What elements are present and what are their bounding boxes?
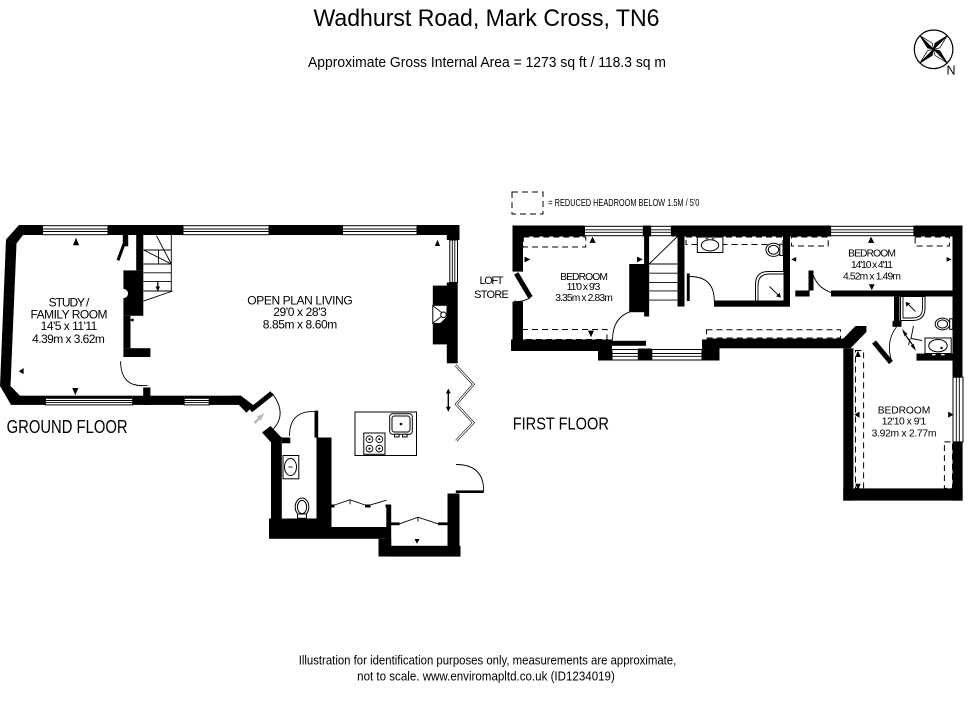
svg-text:BEDROOM: BEDROOM (848, 248, 896, 259)
svg-text:OPEN PLAN LIVING: OPEN PLAN LIVING (247, 294, 352, 308)
svg-text:BEDROOM: BEDROOM (560, 272, 608, 283)
svg-text:N: N (947, 64, 956, 78)
svg-text:4.39m x 3.62m: 4.39m x 3.62m (32, 332, 105, 346)
svg-text:8.85m x 8.60m: 8.85m x 8.60m (263, 318, 338, 332)
svg-text:14'5 x 11'11: 14'5 x 11'11 (41, 319, 98, 333)
svg-text:29'0 x 28'3: 29'0 x 28'3 (273, 305, 327, 319)
svg-text:Wadhurst Road, Mark Cross, TN6: Wadhurst Road, Mark Cross, TN6 (314, 5, 660, 32)
svg-text:LOFT: LOFT (480, 275, 504, 287)
svg-text:3.35m x 2.83m: 3.35m x 2.83m (555, 293, 613, 304)
svg-text:14'10 x 4'11: 14'10 x 4'11 (851, 260, 893, 271)
svg-text:Illustration for identificatio: Illustration for identification purposes… (299, 653, 677, 668)
svg-text:FAMILY ROOM: FAMILY ROOM (30, 307, 107, 321)
svg-text:12'10 x 9'1: 12'10 x 9'1 (882, 417, 927, 428)
svg-text:FIRST FLOOR: FIRST FLOOR (513, 414, 609, 434)
svg-text:3.92m x 2.77m: 3.92m x 2.77m (872, 429, 937, 440)
svg-text:11'0 x 9'3: 11'0 x 9'3 (567, 282, 601, 293)
svg-text:= REDUCED HEADROOM BELOW 1.5M: = REDUCED HEADROOM BELOW 1.5M / 5'0 (548, 197, 699, 209)
svg-text:not to scale. www.enviromapltd: not to scale. www.enviromapltd.co.uk (ID… (357, 668, 615, 683)
svg-text:GROUND FLOOR: GROUND FLOOR (7, 417, 128, 437)
svg-text:STORE: STORE (474, 289, 509, 301)
svg-text:STUDY /: STUDY / (49, 296, 90, 310)
svg-text:4.52m x 1.49m: 4.52m x 1.49m (843, 271, 901, 282)
svg-text:Approximate Gross Internal Are: Approximate Gross Internal Area = 1273 s… (308, 55, 666, 71)
svg-text:BEDROOM: BEDROOM (878, 406, 931, 417)
